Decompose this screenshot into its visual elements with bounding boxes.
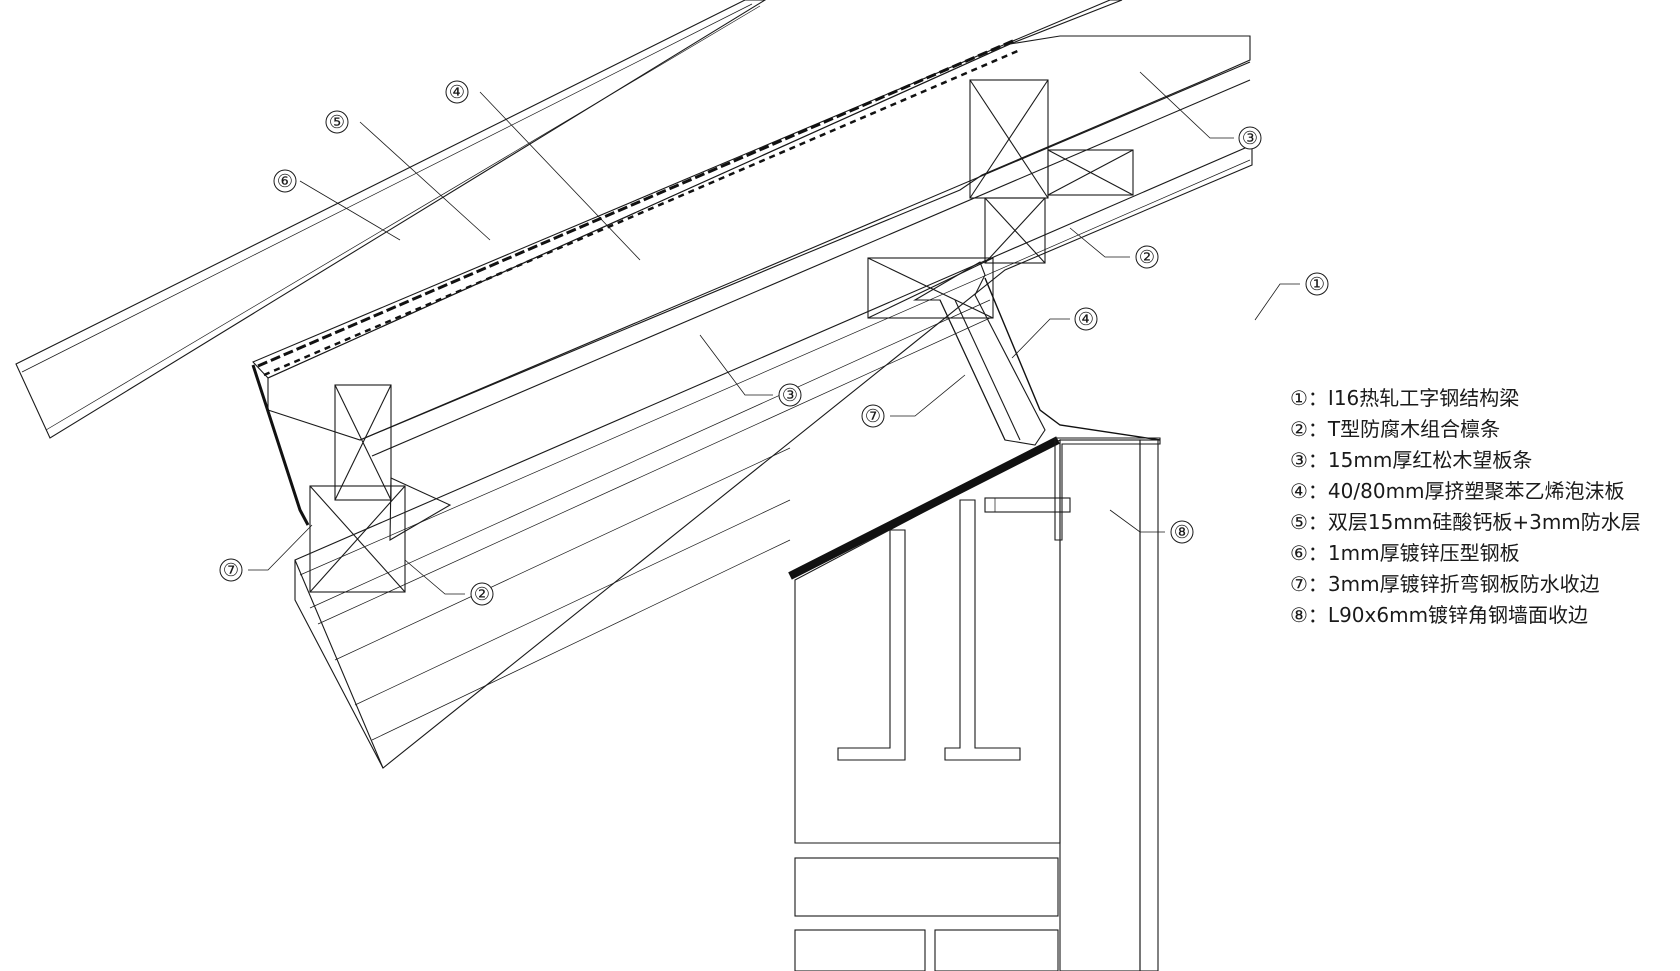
- callout-number: ①: [1309, 274, 1325, 295]
- wall-insulation: [1059, 439, 1141, 971]
- timber-purlins: [309, 79, 1134, 593]
- leader-lines: [248, 71, 1300, 595]
- callout-2-mid: ②: [1135, 245, 1159, 269]
- callouts: ③ ④ ⑤ ⑥ ② ① ④ ③: [219, 80, 1329, 606]
- callout-7-eave: ⑦: [219, 558, 243, 582]
- legend-item-2: ②：T型防腐木组合檩条: [1290, 417, 1500, 441]
- steel-i-beam: [912, 261, 1046, 446]
- callout-number: ⑤: [329, 112, 345, 133]
- legend: ①：I16热轧工字钢结构梁 ②：T型防腐木组合檩条 ③：15mm厚红松木望板条 …: [1290, 386, 1641, 627]
- metal-roof-sheet: [15, 0, 767, 439]
- roof-layers: [15, 0, 1253, 769]
- callout-8: ⑧: [1170, 520, 1194, 544]
- legend-item-3: ③：15mm厚红松木望板条: [1290, 448, 1532, 472]
- callout-number: ②: [1139, 247, 1155, 268]
- callout-number: ⑦: [223, 560, 239, 581]
- callout-2-eave: ②: [470, 582, 494, 606]
- concrete-beam: [794, 439, 1061, 844]
- callout-6: ⑥: [273, 169, 297, 193]
- callout-5: ⑤: [325, 110, 349, 134]
- callout-number: ③: [782, 385, 798, 406]
- callout-number: ⑦: [865, 406, 881, 427]
- ceiling-sheet: [294, 144, 1253, 769]
- beam-flashing: [984, 277, 1161, 441]
- legend-item-5: ⑤：双层15mm硅酸钙板+3mm防水层: [1290, 510, 1641, 534]
- callout-number: ④: [1078, 309, 1094, 330]
- callout-3-lower: ③: [778, 383, 802, 407]
- legend-item-7: ⑦：3mm厚镀锌折弯钢板防水收边: [1290, 572, 1600, 596]
- purlin-upper: [969, 79, 1134, 199]
- callout-number: ⑧: [1174, 522, 1190, 543]
- callout-7-beam: ⑦: [861, 404, 885, 428]
- callout-4-upper: ④: [445, 80, 469, 104]
- callout-number: ②: [474, 584, 490, 605]
- legend-item-8: ⑧：L90x6mm镀锌角钢墙面收边: [1290, 603, 1588, 627]
- callout-4-beam: ④: [1074, 307, 1098, 331]
- purlin-eave: [309, 384, 452, 593]
- legend-item-6: ⑥：1mm厚镀锌压型钢板: [1290, 541, 1520, 565]
- callout-number: ③: [1242, 128, 1258, 149]
- legend-item-1: ①：I16热轧工字钢结构梁: [1290, 386, 1519, 410]
- insulation-board-upper: [267, 35, 1251, 441]
- callout-number: ⑥: [277, 171, 293, 192]
- wall-section: [788, 436, 1161, 971]
- eave-flashing: [251, 364, 310, 526]
- callout-number: ④: [449, 82, 465, 103]
- callout-1: ①: [1305, 272, 1329, 296]
- callout-3-upper: ③: [1238, 126, 1262, 150]
- legend-item-4: ④：40/80mm厚挤塑聚苯乙烯泡沫板: [1290, 479, 1625, 503]
